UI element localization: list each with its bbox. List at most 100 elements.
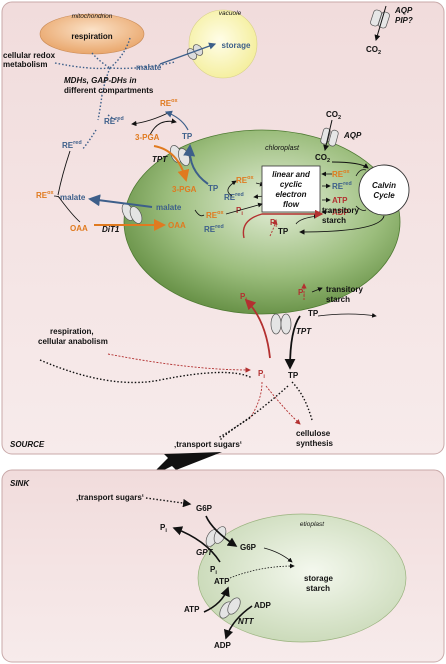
pip-label: PIP? <box>395 16 413 25</box>
re-ox-inner-2: REox <box>206 210 224 220</box>
atp-chloroplast-label: ATP <box>332 196 348 205</box>
flow-line1: linear and <box>272 170 311 179</box>
atp-cytosol-label: ATP <box>184 605 200 614</box>
re-ox-right: REox <box>332 169 350 179</box>
tp-chloroplast-label: TP <box>278 227 289 236</box>
calvin-cycle <box>358 164 410 216</box>
pi-from-respiration-dotted <box>107 353 251 373</box>
chloroplast <box>123 129 401 315</box>
pi-right-dotted-arrow <box>269 219 278 237</box>
pi-to-atp-arrow <box>242 209 324 239</box>
re-ox-top: REox <box>160 98 178 108</box>
malate-to-vacuole-arrow <box>159 42 217 65</box>
re-red-inner-2: REred <box>204 224 224 234</box>
gpt-label: GPT <box>196 548 214 557</box>
sink-label: SINK <box>10 479 30 488</box>
respiration-label-2: cellular anabolism <box>38 337 108 346</box>
respiration-dotted-path <box>39 359 253 384</box>
g6p-cytosol-label: G6P <box>196 504 213 513</box>
tp-loop-arrow <box>149 118 177 136</box>
electron-flow-box <box>261 165 321 213</box>
calvin-re-link <box>355 169 367 177</box>
export-big-arrow <box>148 452 222 478</box>
atp-import-arrow <box>203 586 230 613</box>
co2-pip-arrow <box>374 5 387 41</box>
flow-line3: electron <box>275 190 306 199</box>
re-red-right: REred <box>332 181 352 191</box>
redox-network-dotted <box>54 37 176 151</box>
co2-outside-label: CO2 <box>366 45 381 56</box>
malate-inner-label: malate <box>156 203 182 212</box>
ntt-transporter-icon <box>219 597 241 619</box>
transport-sugars-sink: ‚transport sugars‘ <box>76 493 144 502</box>
pga-upper-label: 3-PGA <box>135 133 160 142</box>
respiration-label: respiration <box>71 32 112 41</box>
re-cycle-2-line <box>194 209 205 217</box>
re-red-left: REred <box>62 140 82 150</box>
tpt-upper-label: TPT <box>152 155 168 164</box>
tp-inner-label: TP <box>208 184 219 193</box>
transitory-lower-1: transitory <box>326 285 363 294</box>
pga-import-arrow <box>153 145 190 182</box>
storage-line1: storage <box>304 574 333 583</box>
adp-export-arrow <box>223 605 253 640</box>
pi-cellulose-dotted <box>265 385 301 425</box>
adp-chloroplast-label: ADP <box>332 208 350 217</box>
oaa-left-label: OAA <box>70 224 88 233</box>
tp-upward-arrow <box>164 110 189 131</box>
vacuole-label: vacuole <box>219 10 242 17</box>
co2-to-calvin-arrow <box>331 161 369 169</box>
tp-export-lower-arrow <box>284 315 301 370</box>
transitory-line1: transitory <box>322 206 359 215</box>
storage-line2: starch <box>306 584 330 593</box>
mitochondrion-label: mitochondrion <box>72 13 113 20</box>
source-label: SOURCE <box>10 440 45 449</box>
cellular-redox-label: cellular redox <box>3 51 56 60</box>
tpt-lower-label: TPT <box>296 327 312 336</box>
calvin-line2: Cycle <box>373 191 395 200</box>
etioplast-label: etioplast <box>300 521 325 528</box>
re-to-flow-arrow-2 <box>225 202 263 215</box>
tpt-lower-transporter-icon <box>270 313 292 335</box>
pga-inner-label: 3-PGA <box>172 185 197 194</box>
re-cycle-1-arrow <box>227 180 237 197</box>
dit1-label: DiT1 <box>102 225 120 234</box>
oaa-inner-label: OAA <box>168 221 186 230</box>
aqp-pip-label: AQP <box>394 6 413 15</box>
re-red-upper: REred <box>104 116 124 126</box>
transport-sugars-source: ‚transport sugars‘ <box>174 440 242 449</box>
tp-upper-label: TP <box>182 132 193 141</box>
tp-envelope-label: TP <box>308 309 319 318</box>
transitory-line2: starch <box>322 216 346 225</box>
storage-label: storage <box>222 41 251 50</box>
etioplast <box>197 513 407 643</box>
pi-cytosol-label: Pi <box>258 369 265 380</box>
calvin-line1: Calvin <box>372 181 396 190</box>
malate-top-label: malate <box>136 63 162 72</box>
cellulose-line1: cellulose <box>296 429 331 438</box>
tp-calvin-lower-link <box>317 313 377 318</box>
tp-export-arrow <box>183 144 209 185</box>
ntt-label: NTT <box>238 617 255 626</box>
co2-import-arrow <box>323 119 333 151</box>
re-red-inner-1: REred <box>224 192 244 202</box>
re-ox-left: REox <box>36 190 54 200</box>
g6p-to-starch-arrow <box>263 547 293 563</box>
re-ox-left-branch <box>57 195 81 223</box>
re-red-left-line <box>57 150 71 196</box>
aqp-chloroplast-icon <box>320 127 339 147</box>
malate-left-label: malate <box>60 193 86 202</box>
co2-inner-label: CO2 <box>315 153 330 164</box>
mdh-label-line2: different compartments <box>64 86 154 95</box>
pi-sink-inner: Pi <box>210 565 217 576</box>
metabolism-label: metabolism <box>3 60 47 69</box>
pip-aquaporin-icon <box>370 9 390 29</box>
vacuole <box>188 9 258 79</box>
tp-transport-dotted-2 <box>219 417 251 441</box>
malate-export-arrow <box>88 194 153 208</box>
respiration-label-1: respiration, <box>50 327 94 336</box>
pi-sink-left: Pi <box>160 523 167 534</box>
flow-line2: cyclic <box>280 180 303 189</box>
